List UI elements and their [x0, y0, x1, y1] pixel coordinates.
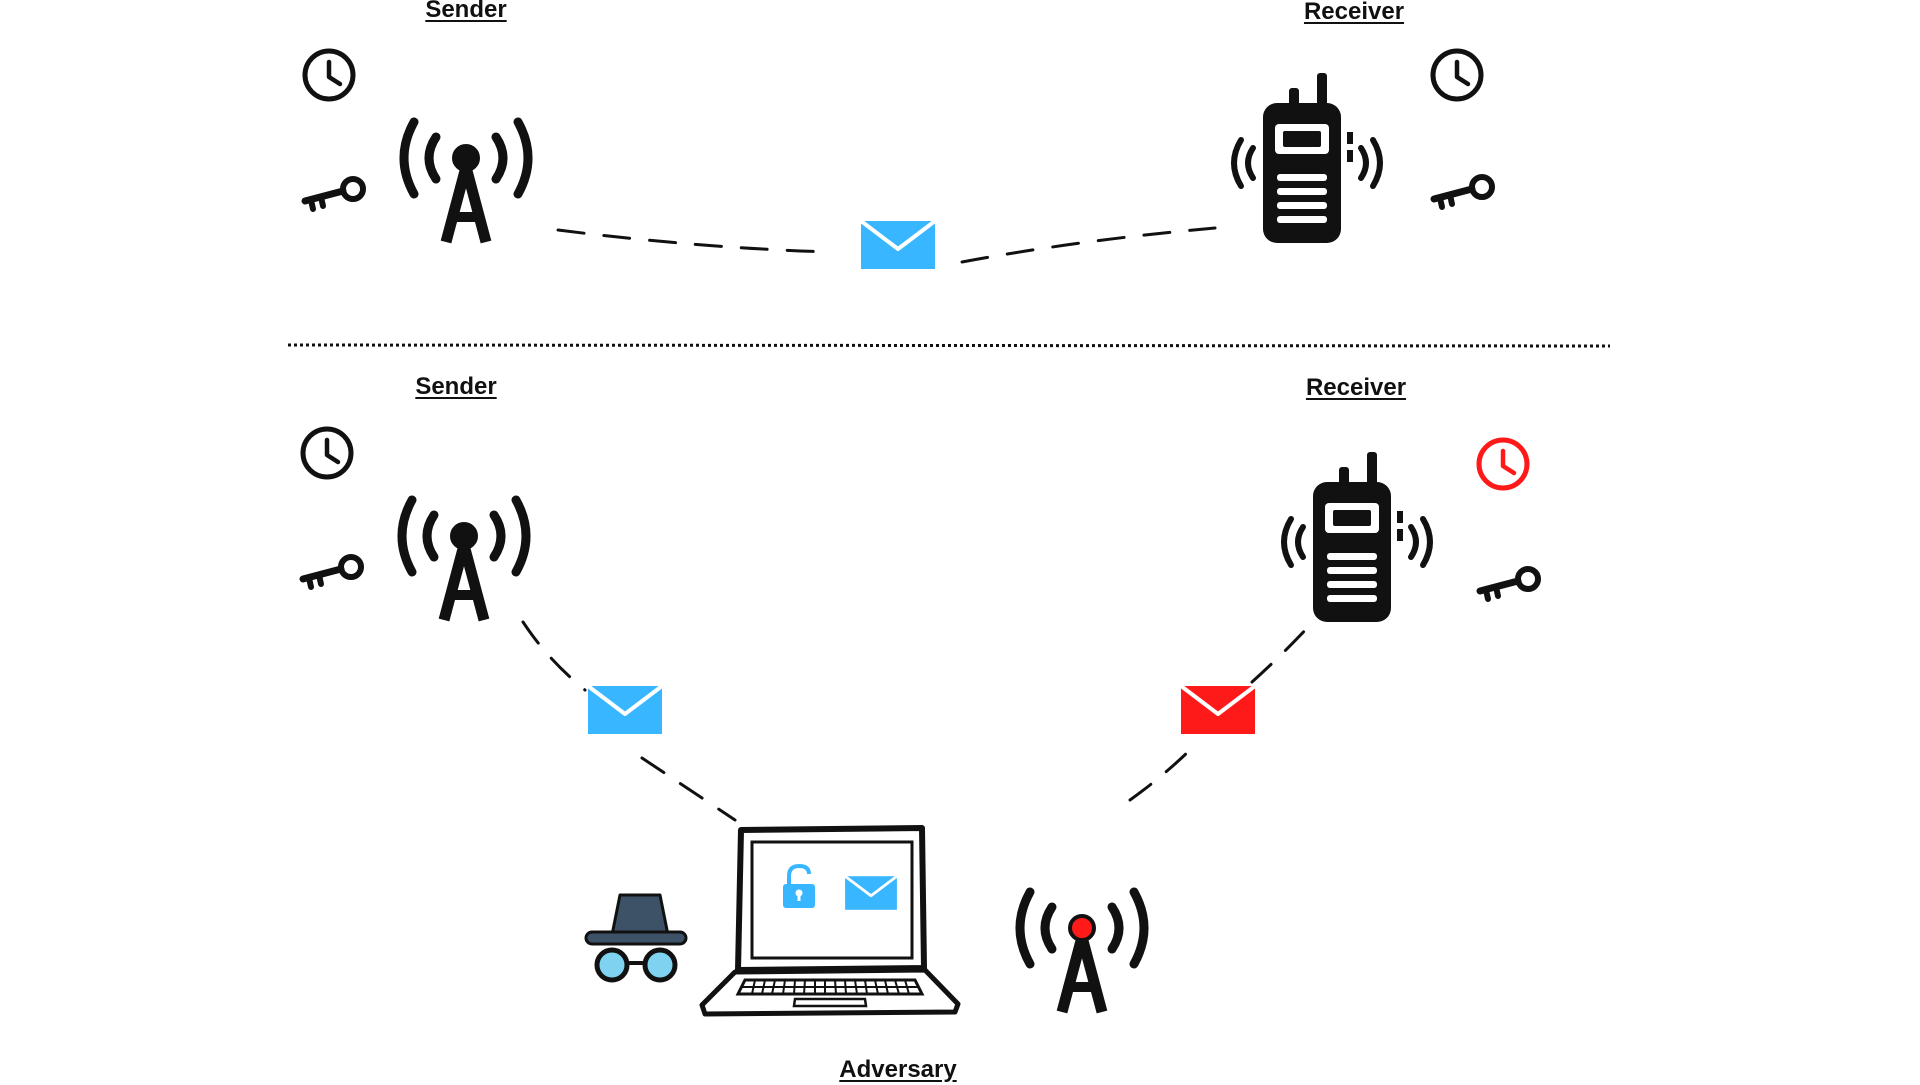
- sender-tower-icon: [404, 122, 528, 242]
- top-receiver-label: Receiver: [1303, 0, 1405, 25]
- laptop-icon: [699, 825, 961, 1017]
- sender-key-icon: [305, 179, 363, 209]
- adversary-tower-icon: [1020, 892, 1144, 1012]
- bottom-sender-label: Sender: [415, 373, 497, 400]
- forged-envelope-icon: [1179, 684, 1257, 736]
- link-message-to-receiver: [960, 226, 1217, 264]
- link-forged-message-to-receiver: [1250, 623, 1312, 684]
- receiver-walkie-talkie-icon: [1284, 452, 1430, 622]
- laptop-envelope-icon: [843, 874, 899, 912]
- link-message-to-adversary: [640, 756, 737, 822]
- link-sender-to-message: [556, 228, 832, 254]
- sender-key-icon: [303, 557, 361, 587]
- top-sender-label: Sender: [425, 0, 507, 23]
- receiver-walkie-talkie-icon: [1234, 73, 1380, 243]
- receiver-key-icon: [1434, 177, 1492, 207]
- link-adversary-to-forged-message: [1128, 743, 1197, 802]
- sender-clock-icon: [305, 51, 353, 99]
- spy-hat-glasses-icon: [584, 893, 688, 983]
- legit-envelope-icon: [586, 684, 664, 736]
- link-sender-to-message: [521, 620, 587, 692]
- sender-tower-icon: [402, 500, 526, 620]
- unlocked-padlock-icon: [783, 863, 815, 908]
- scenario-divider: [287, 343, 1611, 348]
- sender-clock-icon: [303, 429, 351, 477]
- receiver-clock-icon: [1433, 51, 1481, 99]
- top-scenario: [305, 51, 1492, 271]
- legit-envelope-icon: [859, 219, 937, 271]
- bottom-receiver-label: Receiver: [1305, 374, 1407, 401]
- adversary-label: Adversary: [839, 1056, 957, 1083]
- receiver-stale-clock-icon: [1479, 440, 1527, 488]
- receiver-key-icon: [1480, 569, 1538, 599]
- bottom-scenario: [303, 429, 1538, 1014]
